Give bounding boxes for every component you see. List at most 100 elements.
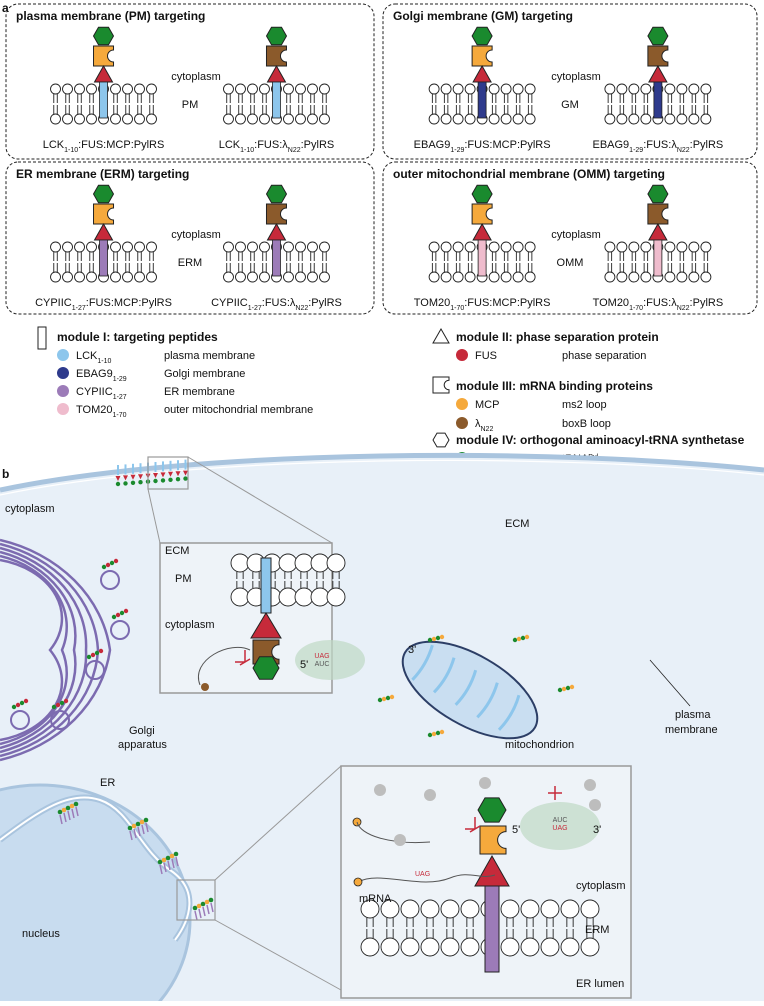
lipid-head: [688, 271, 700, 283]
lipid-head: [360, 937, 380, 957]
mito-construct-dot: [439, 729, 445, 735]
lipid-head: [259, 83, 270, 95]
inset-cytoplasm: cytoplasm: [165, 619, 215, 631]
construct-label: EBAG91-29:FUS:λN22:PylRS: [592, 139, 723, 154]
mito-crista: [476, 682, 499, 719]
lipid-head: [676, 271, 688, 283]
legend-name: MCP: [475, 399, 499, 411]
lipid-head: [295, 113, 306, 125]
er-label: ER: [100, 777, 115, 789]
legend-name: FUS: [475, 350, 497, 362]
construct-label: TOM201-70:FUS:MCP:PylRS: [414, 297, 551, 312]
uag-label: UAG: [415, 871, 430, 878]
legend-dot: [57, 367, 69, 379]
lipid-head: [464, 113, 476, 125]
er-construct-stalk: [59, 814, 63, 825]
lipid-head: [700, 83, 712, 95]
er-construct-stalk: [137, 826, 141, 837]
er-construct-stalk: [75, 806, 79, 817]
legend-desc: plasma membrane: [164, 350, 255, 362]
lipid-head: [488, 83, 500, 95]
pm-construct-pylrs: [168, 477, 173, 482]
box-title: plasma membrane (PM) targeting: [16, 9, 205, 23]
binding-protein-shape: [471, 203, 493, 225]
lipid-head: [512, 113, 524, 125]
cytoplasm-label: cytoplasm: [5, 503, 55, 515]
legend-desc: boxB loop: [562, 418, 611, 430]
mito-construct-dot: [427, 637, 433, 643]
lipid-head: [110, 83, 121, 95]
pylrs-hexagon: [265, 184, 288, 204]
legend-name: CYPIIC1-27: [76, 386, 127, 401]
mito-construct-dot: [569, 684, 575, 690]
golgi-construct-dot: [113, 558, 119, 564]
mrna-cap: [353, 877, 363, 887]
membrane-label: ERM: [178, 257, 202, 269]
lipid-head: [524, 271, 536, 283]
lipid-head: [319, 113, 330, 125]
fus-triangle: [266, 222, 287, 241]
box-title: outer mitochondrial membrane (OMM) targe…: [393, 167, 665, 181]
er-construct-stalk: [194, 910, 198, 921]
golgi-construct-dot: [90, 652, 96, 658]
lipid-head: [452, 241, 464, 253]
pylrs-hexagon: [265, 26, 288, 46]
lipid-head: [616, 271, 628, 283]
lipid-head: [134, 83, 145, 95]
lipid-head: [452, 271, 464, 283]
golgi-construct-dot: [86, 654, 92, 660]
golgi-construct-dot: [115, 612, 121, 618]
mito-construct-dot: [561, 686, 567, 692]
pm-construct-pylrs: [175, 477, 181, 482]
lipid-head: [464, 271, 476, 283]
mito-construct-dot: [381, 696, 387, 702]
lipid-head: [524, 241, 536, 253]
lipid-head: [295, 83, 306, 95]
lipid-bilayer: [428, 241, 536, 283]
golgi-vesicle: [110, 620, 130, 640]
er-construct-stalk: [145, 822, 149, 833]
legend-dot: [456, 417, 468, 429]
mito-crista: [432, 657, 456, 694]
lipid-head: [122, 271, 133, 283]
plasma-membrane: [0, 452, 764, 493]
lipid-head: [400, 937, 420, 957]
lipid-head: [628, 241, 640, 253]
legend-dot: [456, 349, 468, 361]
dashed-box: [382, 161, 758, 315]
golgi-construct-dot: [98, 648, 104, 654]
zoom-line: [214, 919, 342, 991]
protein-blob: [479, 777, 491, 789]
lipid-head: [110, 113, 121, 125]
lipid-head: [400, 899, 420, 919]
er-construct-dot: [65, 805, 71, 811]
lipid-head: [122, 113, 133, 125]
anticodon-label: AUC: [315, 661, 330, 668]
construct-label: CYPIIC1-27:FUS:MCP:PylRS: [35, 297, 172, 312]
er-construct-stalk: [167, 860, 171, 871]
lipid-head: [604, 271, 616, 283]
anticodon-label: AUC: [553, 817, 568, 824]
lipid-head: [500, 241, 512, 253]
lipid-head: [74, 83, 85, 95]
mitochondrion-label: mitochondrion: [505, 739, 574, 751]
lipid-head: [440, 83, 452, 95]
targeting-peptide-helix: [477, 239, 487, 277]
legend-name: LCK1-10: [76, 350, 112, 365]
lipid-head: [307, 113, 318, 125]
lipid-head: [640, 113, 652, 125]
legend-desc: outer mitochondrial membrane: [164, 404, 313, 416]
er-construct-dot: [143, 817, 149, 823]
zoom-line: [147, 488, 161, 544]
codon-label: UAG: [552, 825, 567, 832]
inset-erm: ERM: [585, 924, 609, 936]
golgi-construct-dot: [23, 698, 29, 704]
lipid-head: [500, 83, 512, 95]
lipid-head: [512, 271, 524, 283]
mito-crista: [454, 669, 478, 706]
targeting-peptide-helix: [272, 81, 281, 119]
binding-protein-shape: [265, 45, 287, 67]
lipid-head: [62, 83, 73, 95]
lipid-head: [428, 241, 440, 253]
lipid-head: [247, 241, 258, 253]
